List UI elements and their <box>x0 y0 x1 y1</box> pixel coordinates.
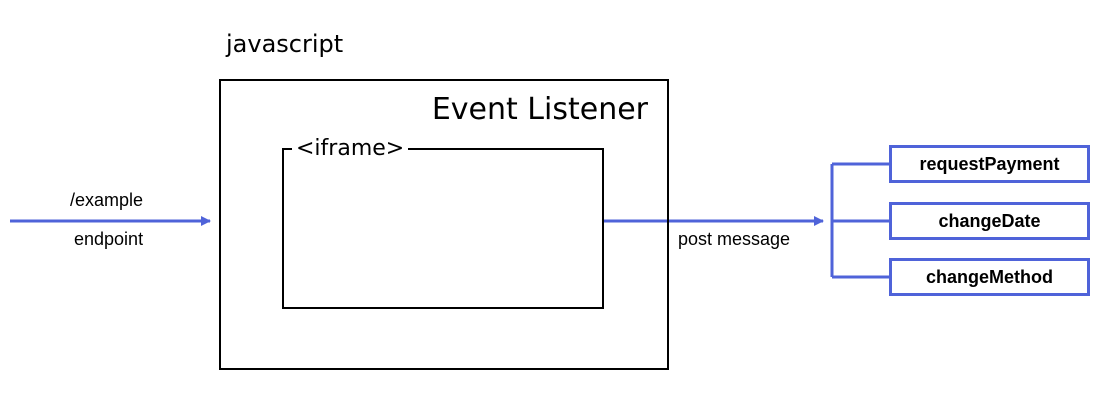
javascript-container-box <box>219 79 669 370</box>
input-path-label: /example <box>70 190 144 210</box>
method-box-change-method: changeMethod <box>889 258 1090 296</box>
input-endpoint-label: endpoint <box>74 229 144 249</box>
event-listener-label: Event Listener <box>431 92 648 127</box>
method-box-change-date: changeDate <box>889 202 1090 240</box>
post-message-label: post message <box>678 229 791 249</box>
iframe-box <box>282 148 604 309</box>
javascript-container-label: javascript <box>226 30 344 58</box>
method-box-request-payment: requestPayment <box>889 145 1090 183</box>
iframe-label: <iframe> <box>292 135 409 163</box>
